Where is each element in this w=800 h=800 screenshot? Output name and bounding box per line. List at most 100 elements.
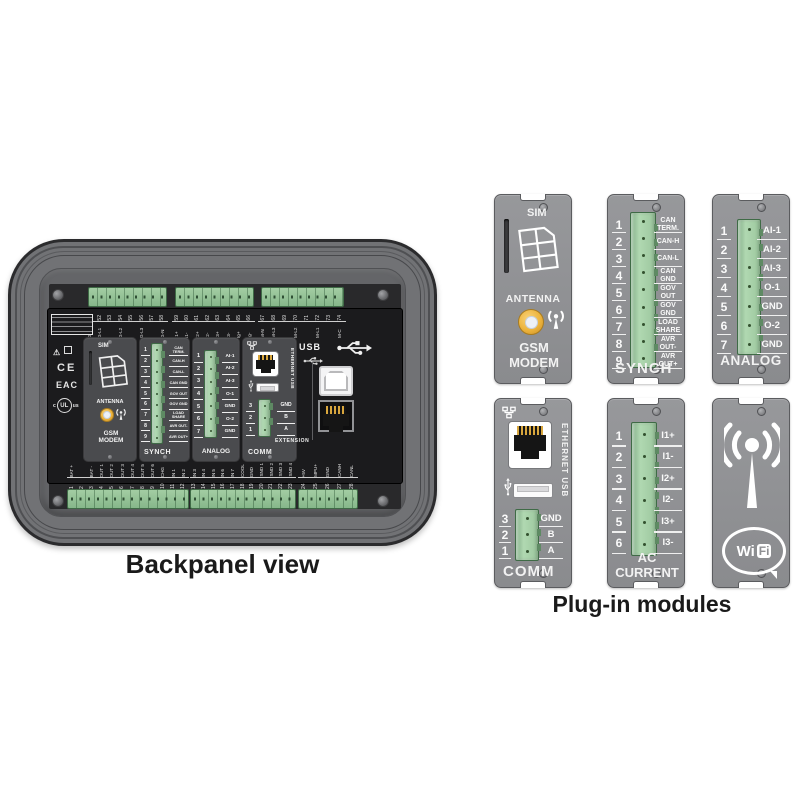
comm-name: COMM xyxy=(503,562,555,580)
terminal-number: 6 xyxy=(119,486,126,489)
pin-label: AVR OUT- xyxy=(168,421,189,432)
pin-connector-gap xyxy=(203,363,221,376)
pin-hole xyxy=(156,414,158,417)
antenna-icon xyxy=(548,310,564,329)
screw-icon xyxy=(539,203,549,212)
pin-label: GOV OUT xyxy=(653,284,683,301)
screw-icon xyxy=(539,365,549,374)
controller-backpanel: 5152535455565758G-CG-L1G-L2G-L3G-N 59606… xyxy=(8,239,437,546)
pin-connector-gap xyxy=(627,335,653,352)
pin-number: 3 xyxy=(498,511,512,527)
terminal-number: 25 xyxy=(312,483,319,489)
pin-hole xyxy=(263,417,266,419)
pin-connector-gap xyxy=(255,412,276,424)
pin-label: O-1 xyxy=(756,278,788,297)
screw-icon xyxy=(52,289,64,301)
usb-port xyxy=(513,483,553,498)
pin-hole xyxy=(642,432,646,436)
pin-number: 7 xyxy=(716,335,732,354)
pin-label: CAN-L xyxy=(653,250,683,267)
pin-number: 5 xyxy=(194,400,203,413)
pin-connector-gap xyxy=(627,250,653,267)
analog-name: ANALOG xyxy=(201,447,231,455)
terminal-label: OUT 1 xyxy=(99,463,105,477)
pin-number: 2 xyxy=(498,527,512,543)
mounting-notch xyxy=(520,194,546,201)
pin-number: 6 xyxy=(141,399,150,410)
terminal-strip xyxy=(190,489,296,509)
pin-label: GND xyxy=(276,400,296,412)
pin-hole xyxy=(525,516,529,520)
mounting-notch xyxy=(520,377,546,384)
terminal-label: IN 5 xyxy=(210,468,216,477)
terminal-strip xyxy=(261,287,344,307)
terminal-number: 7 xyxy=(129,486,136,489)
terminal-number: 69 xyxy=(282,315,288,321)
terminal-label: IN 7 xyxy=(230,468,236,477)
pin-number: 4 xyxy=(141,377,150,388)
mounting-notch xyxy=(633,194,659,201)
pin-number: 3 xyxy=(716,259,732,278)
analog-name: ANALOG xyxy=(720,353,782,369)
pin-number: 6 xyxy=(194,413,203,426)
terminal-number: 14 xyxy=(200,483,207,489)
mounting-notch xyxy=(738,377,764,384)
pin-label: GND xyxy=(538,511,564,527)
pin-number: 3 xyxy=(141,367,150,378)
pin-connector-gap xyxy=(627,490,653,512)
usb-icon xyxy=(337,341,372,355)
terminal-label: I3- xyxy=(225,332,231,338)
terminal-number: 11 xyxy=(170,483,177,489)
pin-number: 8 xyxy=(611,335,627,352)
pin-label: CAN TERM. xyxy=(168,345,189,356)
backpanel-caption: Backpanel view xyxy=(125,549,320,579)
terminal-number: 5 xyxy=(109,486,116,489)
pin-connector-gap xyxy=(732,297,756,316)
pin-number: 5 xyxy=(141,388,150,399)
pin-hole xyxy=(641,220,645,224)
analog-connector xyxy=(737,219,763,355)
terminal-label: OUT 4 xyxy=(129,463,135,477)
pin-number: 6 xyxy=(611,301,627,318)
pin-label: AVR OUT- xyxy=(653,335,683,352)
pin-label: AI-2 xyxy=(756,240,788,259)
pin-number: 4 xyxy=(611,490,627,512)
terminal-number: 13 xyxy=(191,483,198,489)
synch-connector xyxy=(630,212,658,368)
terminal-label: G-L2 xyxy=(118,327,124,338)
pin-hole xyxy=(641,356,645,360)
usb-icon xyxy=(504,478,512,496)
terminal-label: SND 3 xyxy=(278,463,284,477)
pin-hole xyxy=(641,254,645,258)
pin-label: GND xyxy=(756,297,788,316)
terminal-label xyxy=(302,322,313,338)
pin-label: LOAD SHARE xyxy=(653,318,683,335)
terminal-label: SND 2 xyxy=(268,463,274,477)
terminal-label: I2+ xyxy=(194,331,200,338)
pin-hole xyxy=(642,520,646,524)
pin-label: GND xyxy=(756,335,788,354)
pin-label: I3+ xyxy=(653,511,683,533)
pin-number: 6 xyxy=(611,533,627,555)
terminal-strip xyxy=(175,287,254,307)
pin-hole xyxy=(209,392,212,395)
pin-connector-gap xyxy=(203,388,221,401)
pin-hole xyxy=(156,381,158,384)
pin-hole xyxy=(525,550,529,554)
synch-connector xyxy=(151,343,165,444)
comm-connector xyxy=(515,509,541,561)
